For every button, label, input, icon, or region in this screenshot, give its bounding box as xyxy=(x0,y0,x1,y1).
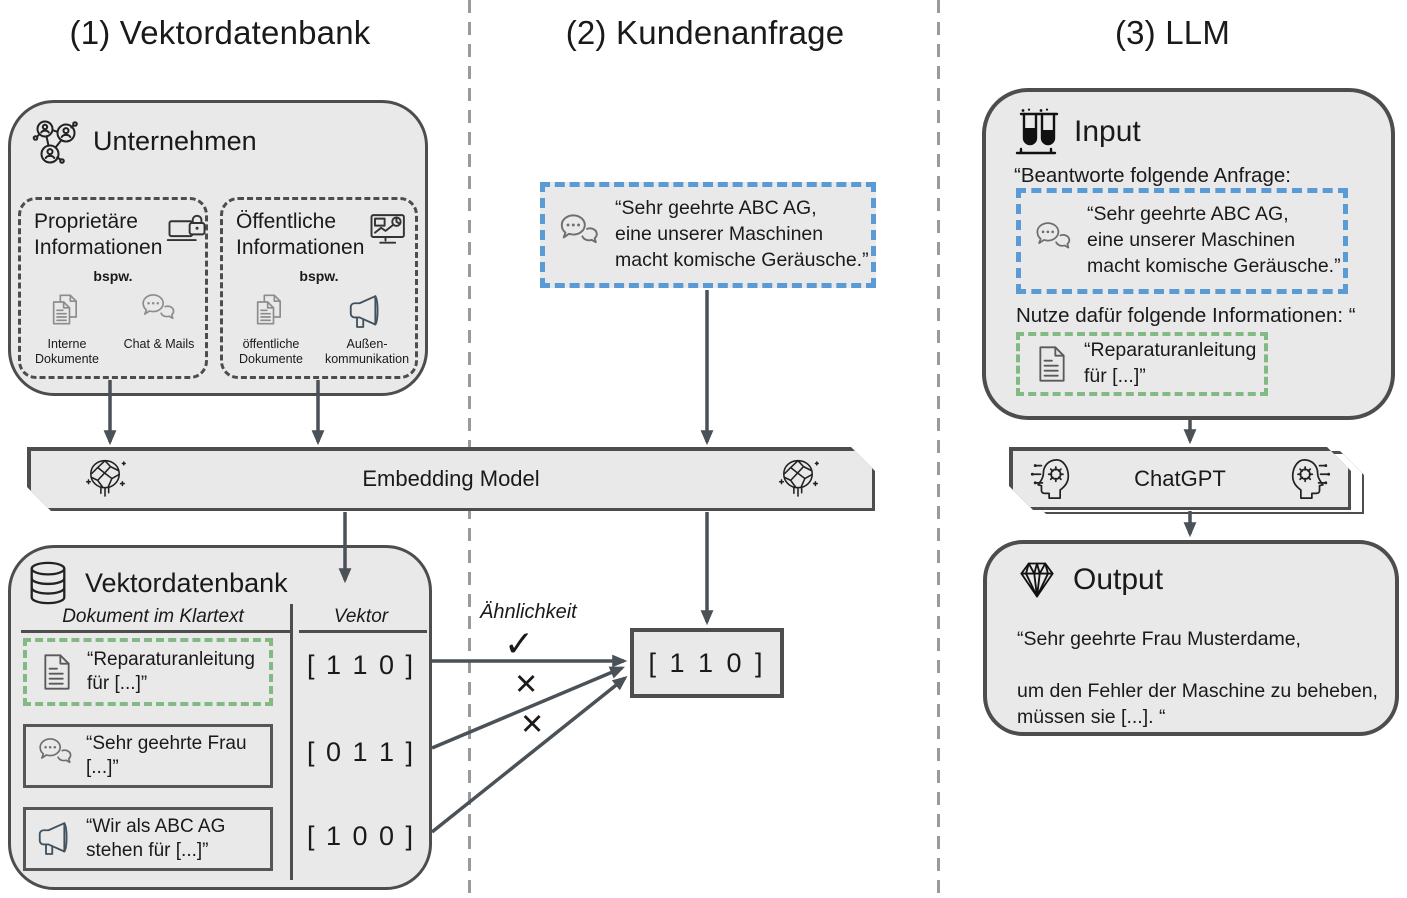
chat-bubbles-icon xyxy=(1033,220,1075,262)
output-title: Output xyxy=(1073,563,1164,596)
example-label: bspw. xyxy=(93,267,133,284)
proprietary-info-title: Proprietäre Informationen xyxy=(34,210,163,260)
prompt-instruction-context: Nutze dafür folgende Informationen: “ xyxy=(1016,304,1356,327)
retrieved-document-box: “Reparaturanleitung für [...]” xyxy=(1016,332,1268,396)
similarity-label: Ähnlichkeit xyxy=(480,601,577,623)
item-label-chat-mails: Chat & Mails xyxy=(123,336,195,351)
megaphone-icon xyxy=(36,819,76,859)
example-label: bspw. xyxy=(299,267,339,284)
table-row-reparaturanleitung: “Reparaturanleitung für [...]” xyxy=(23,638,273,706)
cross-icon: ✕ xyxy=(520,709,545,741)
check-icon: ✓ xyxy=(504,623,535,664)
chat-bubbles-icon xyxy=(139,292,179,332)
column-divider xyxy=(290,604,293,880)
database-icon xyxy=(25,560,71,606)
chatgpt-bar: ChatGPT xyxy=(1009,447,1351,510)
row-text: “Reparaturanleitung für [...]” xyxy=(87,648,255,694)
item-label-oeffentliche-dokumente: öffentliche Dokumente xyxy=(239,336,303,367)
proprietary-info-box: Proprietäre Informationen bspw. Interne … xyxy=(18,197,208,379)
input-title: Input xyxy=(1074,115,1141,148)
vector-value: [ 1 0 0 ] xyxy=(306,821,416,851)
diamond-icon xyxy=(1015,558,1059,602)
chat-bubbles-icon xyxy=(36,736,76,776)
monitor-chart-icon xyxy=(368,209,410,251)
chat-bubbles-icon xyxy=(557,212,603,258)
item-label-interne-dokumente: Interne Dokumente xyxy=(35,336,99,367)
row-text: “Sehr geehrte Frau [...]” xyxy=(86,732,247,778)
llm-input-panel: Input “Beantworte folgende Anfrage: “Seh… xyxy=(982,88,1395,420)
documents-icon xyxy=(47,292,87,332)
column-title-vektordatenbank: (1) Vektordatenbank xyxy=(69,14,371,51)
customer-query-text: “Sehr geehrte ABC AG, eine unserer Masch… xyxy=(615,197,869,271)
output-text: “Sehr geehrte Frau Musterdame, um den Fe… xyxy=(1017,628,1378,728)
vector-value: [ 1 1 0 ] xyxy=(306,650,416,680)
unternehmen-panel: Unternehmen Proprietäre Informationen bs… xyxy=(8,100,428,396)
table-row-mail: “Sehr geehrte Frau [...]” xyxy=(23,724,273,788)
column-title-kundenanfrage: (2) Kundenanfrage xyxy=(565,14,845,51)
cross-icon: ✕ xyxy=(514,669,539,701)
chatgpt-label: ChatGPT xyxy=(1134,465,1226,491)
header-rule xyxy=(299,630,427,633)
prompt-instruction-open: “Beantworte folgende Anfrage: xyxy=(1014,164,1291,187)
megaphone-icon xyxy=(347,292,387,332)
header-rule xyxy=(21,630,291,633)
retrieved-document-text: “Reparaturanleitung für [...]” xyxy=(1084,339,1257,387)
customer-query-box: “Sehr geehrte ABC AG, eine unserer Masch… xyxy=(540,182,876,288)
vector-value: [ 0 1 1 ] xyxy=(306,737,416,767)
embedding-model-label: Embedding Model xyxy=(362,466,540,491)
item-label-aussenkommunikation: Außen-kommunikation xyxy=(324,336,410,367)
people-network-icon xyxy=(31,117,79,165)
document-icon xyxy=(37,652,77,692)
query-context-text: “Sehr geehrte ABC AG, eine unserer Masch… xyxy=(1087,203,1341,277)
documents-icon xyxy=(251,292,291,332)
unternehmen-title: Unternehmen xyxy=(93,125,257,156)
table-row-kommunikation: “Wir als ABC AG stehen für [...]” xyxy=(23,807,273,871)
column-title-llm: (3) LLM xyxy=(1114,14,1231,51)
row-text: “Wir als ABC AG stehen für [...]” xyxy=(86,815,226,861)
ai-head-icon xyxy=(1286,456,1332,502)
column-header-dokument: Dokument im Klartext xyxy=(62,606,244,627)
embedding-model-bar: Embedding Model xyxy=(27,447,875,511)
llm-output-panel: Output “Sehr geehrte Frau Musterdame, um… xyxy=(983,540,1399,736)
public-info-box: Öffentliche Informationen bspw. öffentli… xyxy=(220,197,418,379)
vektordatenbank-title: Vektordatenbank xyxy=(85,567,288,598)
column-header-vektor: Vektor xyxy=(333,606,389,627)
test-tubes-icon xyxy=(1012,108,1060,156)
query-vector-box: [ 1 1 0 ] xyxy=(630,628,784,698)
public-info-title: Öffentliche Informationen xyxy=(236,210,365,260)
column-separator xyxy=(937,0,940,898)
laptop-lock-icon xyxy=(166,209,208,251)
document-icon xyxy=(1032,344,1072,384)
query-context-box: “Sehr geehrte ABC AG, eine unserer Masch… xyxy=(1016,188,1348,294)
vektordatenbank-panel: Vektordatenbank Dokument im Klartext Vek… xyxy=(8,545,432,890)
